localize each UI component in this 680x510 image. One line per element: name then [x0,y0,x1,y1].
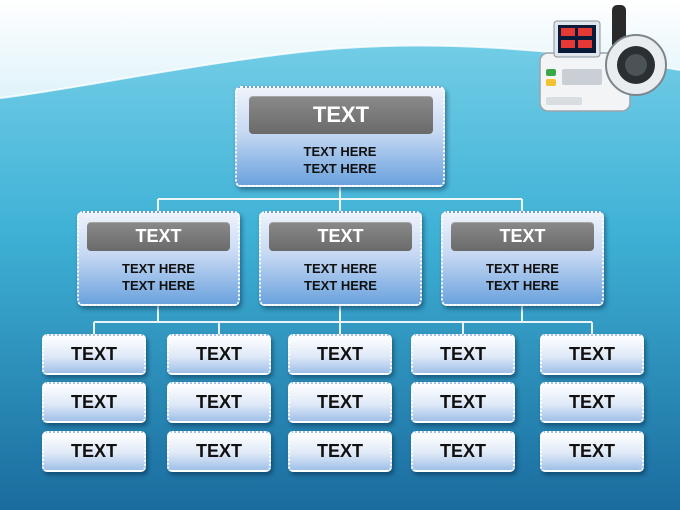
branch-node-1-text: TEXT HERE TEXT HERE [79,260,238,294]
leaf-node: TEXT [42,382,146,423]
leaf-node: TEXT [167,431,271,472]
leaf-node: TEXT [411,431,515,472]
leaf-node: TEXT [167,334,271,375]
branch-node-2-line-2: TEXT HERE [304,278,377,293]
leaf-node: TEXT [411,382,515,423]
branch-node-3-line-1: TEXT HERE [486,261,559,276]
root-node-text: TEXT HERE TEXT HERE [237,143,443,177]
leaf-node: TEXT [540,382,644,423]
branch-node-3-text: TEXT HERE TEXT HERE [443,260,602,294]
leaf-node: TEXT [167,382,271,423]
leaf-node: TEXT [42,431,146,472]
branch-node-3: TEXT TEXT HERE TEXT HERE [441,211,604,306]
leaf-node: TEXT [288,334,392,375]
branch-node-2-line-1: TEXT HERE [304,261,377,276]
root-node-line-1: TEXT HERE [303,144,377,159]
leaf-node: TEXT [288,431,392,472]
root-node-title: TEXT [249,96,433,134]
leaf-node: TEXT [411,334,515,375]
branch-node-1-line-1: TEXT HERE [122,261,195,276]
branch-node-1-line-2: TEXT HERE [122,278,195,293]
root-node: TEXT TEXT HERE TEXT HERE [235,86,445,187]
branch-node-3-line-2: TEXT HERE [486,278,559,293]
branch-node-1: TEXT TEXT HERE TEXT HERE [77,211,240,306]
branch-node-2: TEXT TEXT HERE TEXT HERE [259,211,422,306]
leaf-node: TEXT [288,382,392,423]
leaf-node: TEXT [540,334,644,375]
blood-pressure-monitor-icon [539,5,667,112]
branch-node-2-text: TEXT HERE TEXT HERE [261,260,420,294]
leaf-node: TEXT [42,334,146,375]
branch-node-3-title: TEXT [451,222,594,251]
branch-node-1-title: TEXT [87,222,230,251]
leaf-node: TEXT [540,431,644,472]
root-node-line-2: TEXT HERE [303,161,377,176]
branch-node-2-title: TEXT [269,222,412,251]
